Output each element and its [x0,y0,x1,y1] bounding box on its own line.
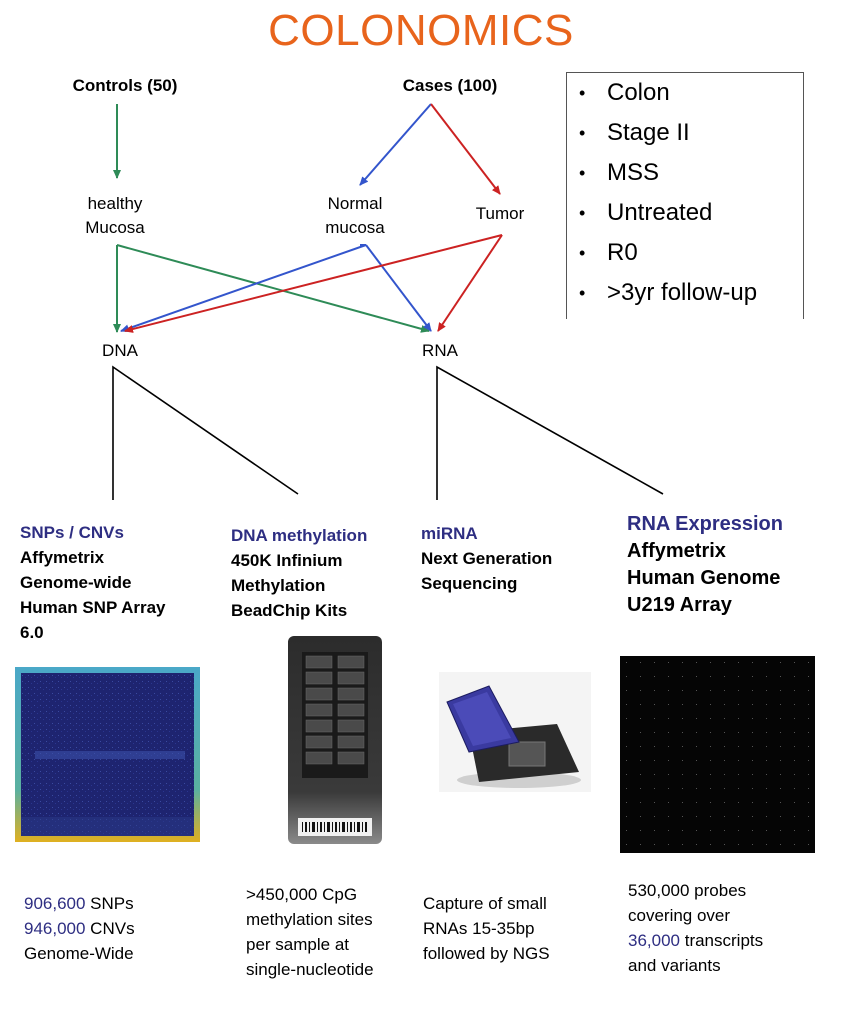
snp-stat-line: 946,000 CNVs [24,916,214,941]
rna-expression-stat-line: 530,000 probes [628,878,828,903]
rna-expression-stat-text: transcripts [680,931,764,950]
branch-rna [436,365,664,500]
platform-methylation-line: 450K Infinium [231,551,343,570]
beadchip-image [288,636,382,844]
platform-rna-expression-title: RNA Expression [627,513,783,535]
page-title: COLONOMICS [268,6,574,55]
platform-snp-title: SNPs / CNVs [20,523,124,542]
arrow-cases-to-tumor [430,103,501,195]
mirna-stat-text: Capture of small [423,894,547,913]
criteria-item: Colon [567,73,803,113]
rna-expression-stat-text: and variants [628,956,721,975]
platform-snp-line: Human SNP Array [20,598,166,617]
cases-label: Cases (100) [402,76,498,95]
snp-stat-line: Genome-Wide [24,941,214,966]
healthy-mucosa-node: healthy Mucosa [55,192,175,240]
platform-mirna-line: Next Generation [421,549,553,568]
snp-array-scan-image [15,667,200,842]
rna-expression-stat-text: covering over [628,906,731,925]
arrow-cases-to-normal [359,103,432,186]
snp-stats: 906,600 SNPs 946,000 CNVs Genome-Wide [24,891,214,966]
methylation-stat-line: single-nucleotide [246,957,421,982]
criteria-item: MSS [567,153,803,193]
mirna-stat-line: followed by NGS [423,941,598,966]
methylation-stat-text: single-nucleotide [246,960,374,979]
criteria-item: R0 [567,233,803,273]
platform-methylation-line: BeadChip Kits [231,601,348,620]
rna-expression-stats: 530,000 probes covering over 36,000 tran… [628,878,828,978]
arrow-tumor-to-rna [437,234,503,332]
methylation-stat-text: per sample at [246,935,349,954]
sequencing-chip-image [439,672,591,792]
snp-stat-number: 946,000 [24,919,86,938]
platform-snp-line: Affymetrix [20,548,105,567]
dna-node: DNA [102,341,138,360]
platform-rna-expression-line: Human Genome [627,567,781,589]
platform-mirna-title: miRNA [421,524,478,543]
mirna-stat-line: Capture of small [423,891,598,916]
criteria-item: Stage II [567,113,803,153]
normal-mucosa-node: Normal mucosa [300,192,410,240]
rna-node: RNA [422,341,458,360]
platform-snp: SNPs / CNVs Affymetrix Genome-wide Human… [20,520,225,645]
methylation-stat-line: per sample at [246,932,421,957]
branch-dna [112,365,299,500]
snp-stat-text: CNVs [85,919,135,938]
expression-array-scan-image [620,656,815,853]
normal-mucosa-line1: Normal [327,194,383,213]
arrow-normal-to-rna [365,244,432,332]
platform-methylation: DNA methylation 450K Infinium Methylatio… [231,523,416,623]
arrow-normal-to-dna [120,244,367,333]
platform-mirna: miRNA Next Generation Sequencing [421,521,601,596]
controls-label: Controls (50) [72,76,178,95]
methylation-stat-text: >450,000 CpG [246,885,358,904]
healthy-mucosa-line2: Mucosa [85,218,145,237]
platform-rna-expression-line: U219 Array [627,594,732,616]
methylation-stat-text: methylation sites [246,910,373,929]
arrow-healthy-to-rna [116,244,430,333]
platform-rna-expression-line: Affymetrix [627,540,726,562]
platform-rna-expression: RNA Expression Affymetrix Human Genome U… [627,511,832,619]
methylation-stats: >450,000 CpG methylation sites per sampl… [246,882,421,982]
platform-mirna-line: Sequencing [421,574,518,593]
platform-snp-line: Genome-wide [20,573,132,592]
arrow-tumor-to-dna [124,234,503,333]
platform-methylation-title: DNA methylation [231,526,368,545]
mirna-stat-text: followed by NGS [423,944,550,963]
mirna-stat-text: RNAs 15-35bp [423,919,535,938]
rna-expression-stat-text: 530,000 probes [628,881,747,900]
methylation-stat-line: >450,000 CpG [246,882,421,907]
snp-stat-line: 906,600 SNPs [24,891,214,916]
mirna-stats: Capture of small RNAs 15-35bp followed b… [423,891,598,966]
rna-expression-stat-line: and variants [628,953,828,978]
snp-stat-text: SNPs [85,894,134,913]
healthy-mucosa-line1: healthy [87,194,143,213]
inclusion-criteria-box: Colon Stage II MSS Untreated R0 >3yr fol… [566,72,804,319]
platform-snp-line: 6.0 [20,623,44,642]
criteria-item: >3yr follow-up [567,273,803,313]
normal-mucosa-line2: mucosa [325,218,385,237]
mirna-stat-line: RNAs 15-35bp [423,916,598,941]
tumor-node: Tumor [475,204,525,223]
rna-expression-stat-line: 36,000 transcripts [628,928,828,953]
rna-expression-stat-number: 36,000 [628,931,680,950]
snp-stat-number: 906,600 [24,894,86,913]
criteria-item: Untreated [567,193,803,233]
rna-expression-stat-line: covering over [628,903,828,928]
snp-stat-text: Genome-Wide [24,944,134,963]
platform-methylation-line: Methylation [231,576,326,595]
methylation-stat-line: methylation sites [246,907,421,932]
